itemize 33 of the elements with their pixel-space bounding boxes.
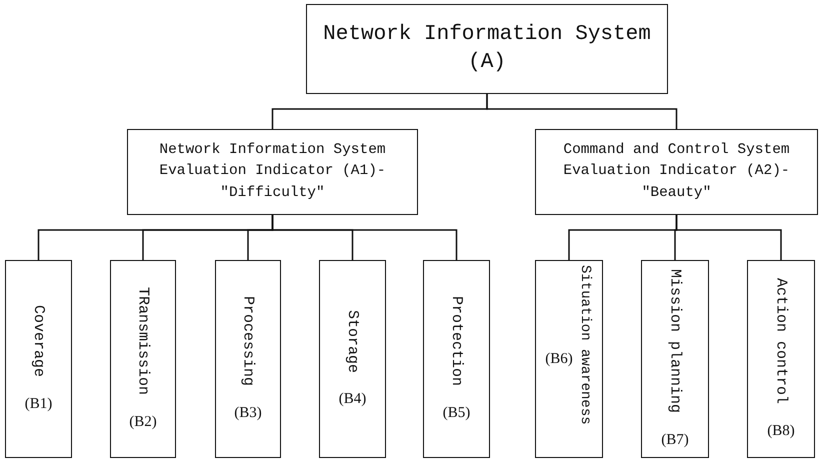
indicator-box <box>319 260 386 458</box>
indicator-code: (B8) <box>767 422 795 440</box>
indicator-label: Coverage <box>30 305 47 378</box>
indicator-box <box>641 260 709 458</box>
indicator-box <box>215 260 281 458</box>
connector-line <box>486 94 678 129</box>
connector-line <box>676 215 782 260</box>
connector-line <box>272 215 458 260</box>
indicator-box <box>535 260 603 458</box>
indicator-label: TRansmission <box>134 287 152 396</box>
box-label: Network Information System (A) <box>322 22 652 76</box>
indicator-code: (B5) <box>442 404 470 422</box>
indicator-box <box>5 260 72 458</box>
indicator-code: (B4) <box>338 391 366 408</box>
indicator-label: Situation awareness <box>576 265 593 425</box>
indicator-box <box>423 260 490 458</box>
indicator-box <box>747 260 815 458</box>
box-label: Network Information System Evaluation Indicator (A1)- "Difficulty" <box>158 141 387 202</box>
indicator-label: Protection <box>448 296 465 386</box>
category-box <box>127 129 418 215</box>
indicator-code: (B1) <box>24 396 52 412</box>
indicator-label: Action control <box>772 278 790 405</box>
indicator-code: (B3) <box>234 404 262 422</box>
category-box <box>535 129 818 215</box>
indicator-box <box>110 260 176 458</box>
indicator-code: (B2) <box>129 414 157 431</box>
indicator-label: Mission planning <box>666 269 684 414</box>
indicator-code: (B7) <box>661 432 689 449</box>
box-label: Command and Control System Evaluation Indicator (A2)- "Beauty" <box>562 141 791 202</box>
indicator-code: (B6) <box>545 350 573 368</box>
root-box <box>306 4 668 94</box>
indicator-label: Storage <box>344 310 361 373</box>
indicator-label: Processing <box>240 296 256 386</box>
